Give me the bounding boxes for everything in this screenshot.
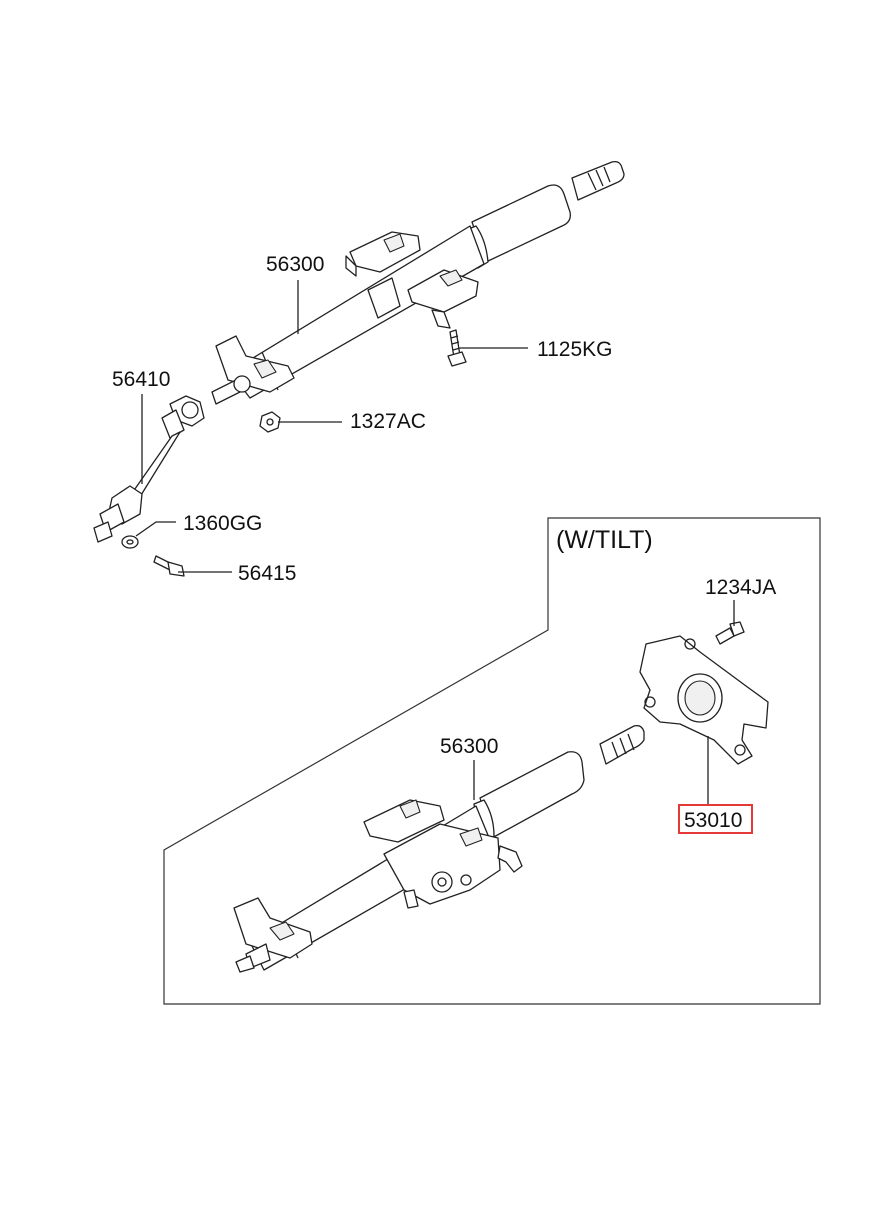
label-1125KG[interactable]: 1125KG <box>537 338 613 361</box>
label-1360GG[interactable]: 1360GG <box>183 512 262 535</box>
nut-1327AC[interactable] <box>259 411 281 433</box>
steering-column-bottom[interactable] <box>233 724 645 973</box>
bolt-1125KG[interactable] <box>447 329 467 367</box>
highlight-box-53010 <box>678 804 753 834</box>
steering-column-top[interactable] <box>211 160 625 405</box>
washer-1360GG[interactable] <box>121 535 139 549</box>
label-56300-bottom[interactable]: 56300 <box>440 735 498 758</box>
label-1327AC[interactable]: 1327AC <box>350 410 426 433</box>
screw-1234JA[interactable] <box>715 621 745 645</box>
label-56300-top[interactable]: 56300 <box>266 253 324 276</box>
label-wtilt: (W/TILT) <box>556 526 653 554</box>
label-1234JA[interactable]: 1234JA <box>705 576 776 599</box>
leader-lines-top <box>135 280 528 573</box>
bolt-56415[interactable] <box>153 555 185 577</box>
wtilt-box <box>163 517 821 1005</box>
label-56415[interactable]: 56415 <box>238 562 296 585</box>
tilt-bracket-53010[interactable] <box>639 635 769 765</box>
label-53010[interactable]: 53010 <box>684 809 742 832</box>
leader-lines-bottom <box>473 600 735 806</box>
label-56410[interactable]: 56410 <box>112 368 170 391</box>
